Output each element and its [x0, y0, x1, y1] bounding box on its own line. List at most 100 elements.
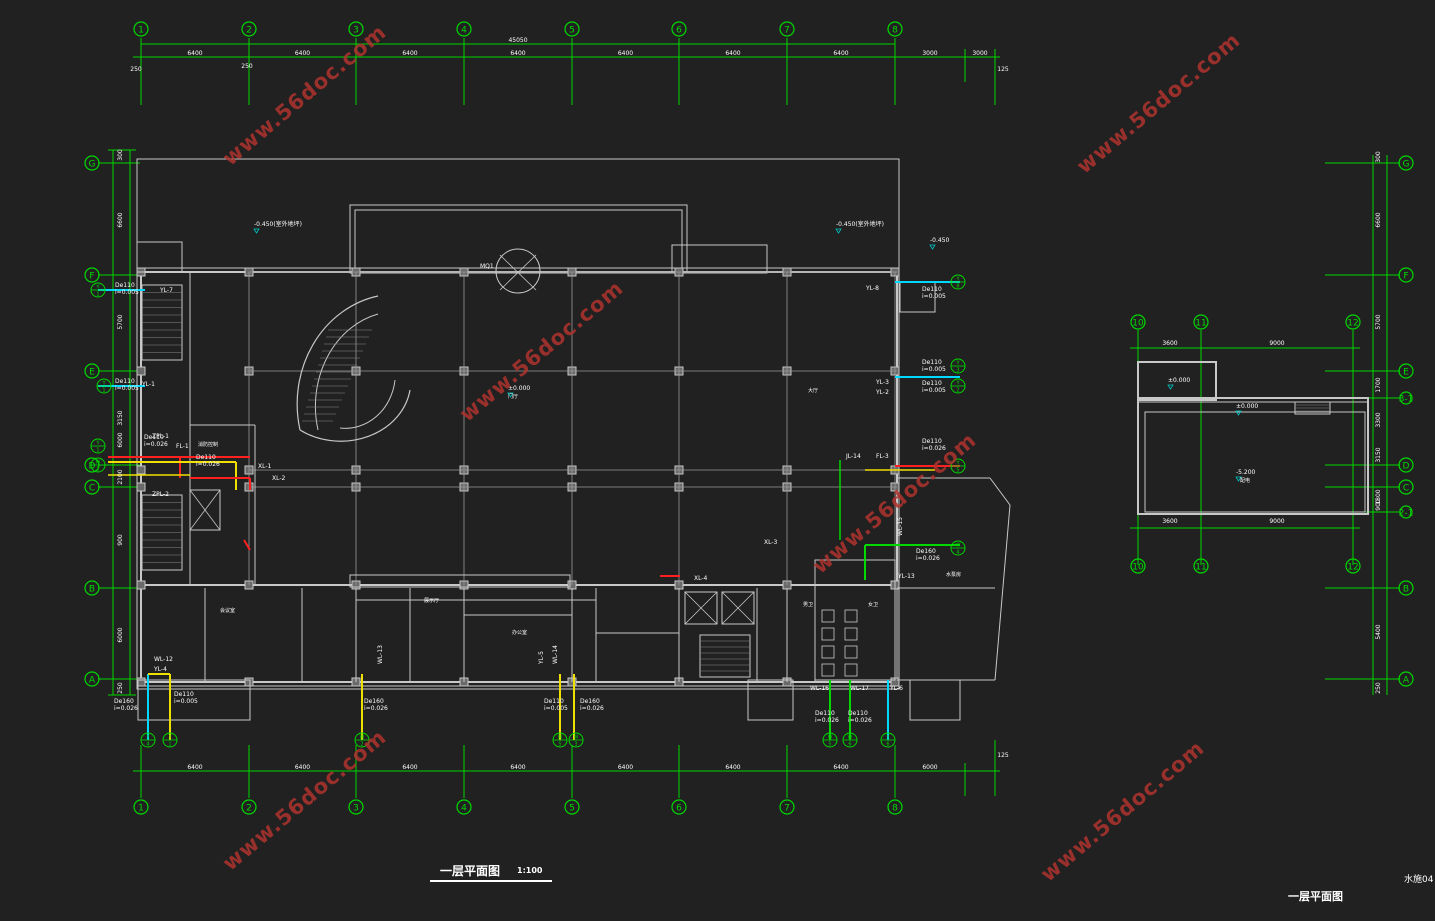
pipe-spec: De110: [922, 438, 942, 445]
pipe-spec: i=0.005: [922, 387, 946, 394]
side-plan-room: [1137, 361, 1217, 401]
door-mark: MQ1: [480, 263, 494, 270]
dimension-text: 125: [997, 752, 1009, 759]
axis-bubble: [1399, 391, 1413, 405]
axis-label: A: [1403, 676, 1410, 686]
dimension-text: 2100: [117, 469, 124, 484]
axis-label: F: [89, 272, 94, 282]
pipe-bubble-text: 4: [956, 550, 959, 556]
axis-label: 1: [138, 804, 144, 814]
axis-label: E: [1403, 368, 1409, 378]
dimension-text: 1700: [1375, 377, 1382, 392]
curved-stair: [314, 313, 379, 431]
pipe-label: WL-17: [850, 685, 869, 692]
axis-label: D: [89, 462, 96, 472]
pipe-label: ZPL-1: [152, 433, 169, 440]
dimension-text: 6400: [295, 764, 310, 771]
axis-bubble: [1130, 558, 1146, 574]
pipe-spec: De160: [114, 698, 134, 705]
elevator-cross: [684, 591, 718, 625]
pipe-spec: i=0.026: [114, 705, 138, 712]
pipe-bubble-text: Y: [145, 735, 150, 741]
porch: [137, 679, 251, 721]
pipe-spec: i=0.026: [922, 445, 946, 452]
axis-bubble: [1398, 267, 1414, 283]
level-mark: ±0.000: [508, 385, 530, 392]
pipe-bubble-text: 2: [956, 388, 959, 394]
axis-bubble: [1398, 671, 1414, 687]
level-mark: -5.200: [1236, 469, 1256, 476]
axis-bubble: [241, 21, 257, 37]
pipe-spec: De110: [922, 380, 942, 387]
curved-stair: [296, 295, 379, 431]
pipe-bubble-text: 5: [956, 468, 959, 474]
axis-bubble: [887, 799, 903, 815]
axis-bubble: [133, 799, 149, 815]
axis-bubble: [84, 155, 100, 171]
pipe-label: XL-1: [258, 463, 272, 470]
axis-bubble: [887, 21, 903, 37]
axis-bubble: [779, 21, 795, 37]
dimension-text: 3600: [1162, 518, 1177, 525]
dimension-text: 6600: [1375, 212, 1382, 227]
axis-label: 2: [246, 804, 252, 814]
column: [136, 677, 146, 687]
pipe-spec: De110: [144, 434, 164, 441]
axis-bubble: [84, 363, 100, 379]
pipe-bubble-text: Y: [955, 277, 960, 283]
toilet-block: [814, 559, 896, 681]
pipe-spec: De160: [364, 698, 384, 705]
axis-label: 2: [246, 26, 252, 36]
pipe-label: XL-2: [272, 475, 286, 482]
level-triangle: [1167, 384, 1174, 390]
axis-label: A: [89, 676, 96, 686]
axis-bubble: [1130, 314, 1146, 330]
column: [244, 677, 254, 687]
dimension-text: 300: [117, 149, 124, 161]
pipe-label: XL-3: [764, 539, 778, 546]
pipe-label: YL-2: [875, 389, 889, 396]
pipe-spec: i=0.026: [144, 441, 168, 448]
fixture: [844, 627, 858, 641]
plan-title: 一层平面图: [440, 864, 501, 878]
pipe-spec: i=0.005: [174, 698, 198, 705]
pipe-spec: i=0.026: [580, 705, 604, 712]
door-line: [499, 254, 537, 291]
pipe-bubble-text: Y: [167, 735, 172, 741]
porch: [747, 679, 794, 721]
fixture: [821, 645, 835, 659]
pipe-bubble-text: Y: [885, 735, 890, 741]
fixture: [844, 645, 858, 659]
axis-label: 8: [892, 26, 898, 36]
axis-bubble: [671, 799, 687, 815]
dimension-text: 6400: [402, 50, 417, 57]
pipe-label: YL-4: [153, 666, 167, 673]
axis-label: B: [1403, 585, 1409, 595]
axis-bubble: [564, 799, 580, 815]
revolving-door: [495, 248, 541, 294]
axis-bubble: [1398, 155, 1414, 171]
axis-label: G: [1403, 160, 1410, 170]
pipe-bubble-text: Y: [955, 361, 960, 367]
pipe-spec: i=0.005: [922, 293, 946, 300]
pipe-bubble-text: 3: [574, 742, 577, 748]
axis-bubble: [779, 799, 795, 815]
axis-label: E: [89, 368, 95, 378]
axis-label: 8: [892, 804, 898, 814]
pipe-spec: De110: [544, 698, 564, 705]
level-triangle: [835, 228, 842, 234]
dimension-text: 6400: [510, 764, 525, 771]
fixture: [821, 609, 835, 623]
fixture: [821, 627, 835, 641]
dimension-text: 6400: [295, 50, 310, 57]
dimension-text: 125: [997, 66, 1009, 73]
pipe-spec: i=0.005: [115, 385, 139, 392]
pipe-bubble-text: W: [828, 735, 833, 741]
dimension-text: 1800: [1375, 489, 1382, 504]
pipe-label: YL-5: [538, 651, 545, 665]
pipe-label: YL-3: [875, 379, 889, 386]
dimension-text: 6400: [725, 764, 740, 771]
dimension-text: 6000: [117, 432, 124, 447]
axis-label: 5: [569, 804, 575, 814]
axis-label: 1: [138, 26, 144, 36]
